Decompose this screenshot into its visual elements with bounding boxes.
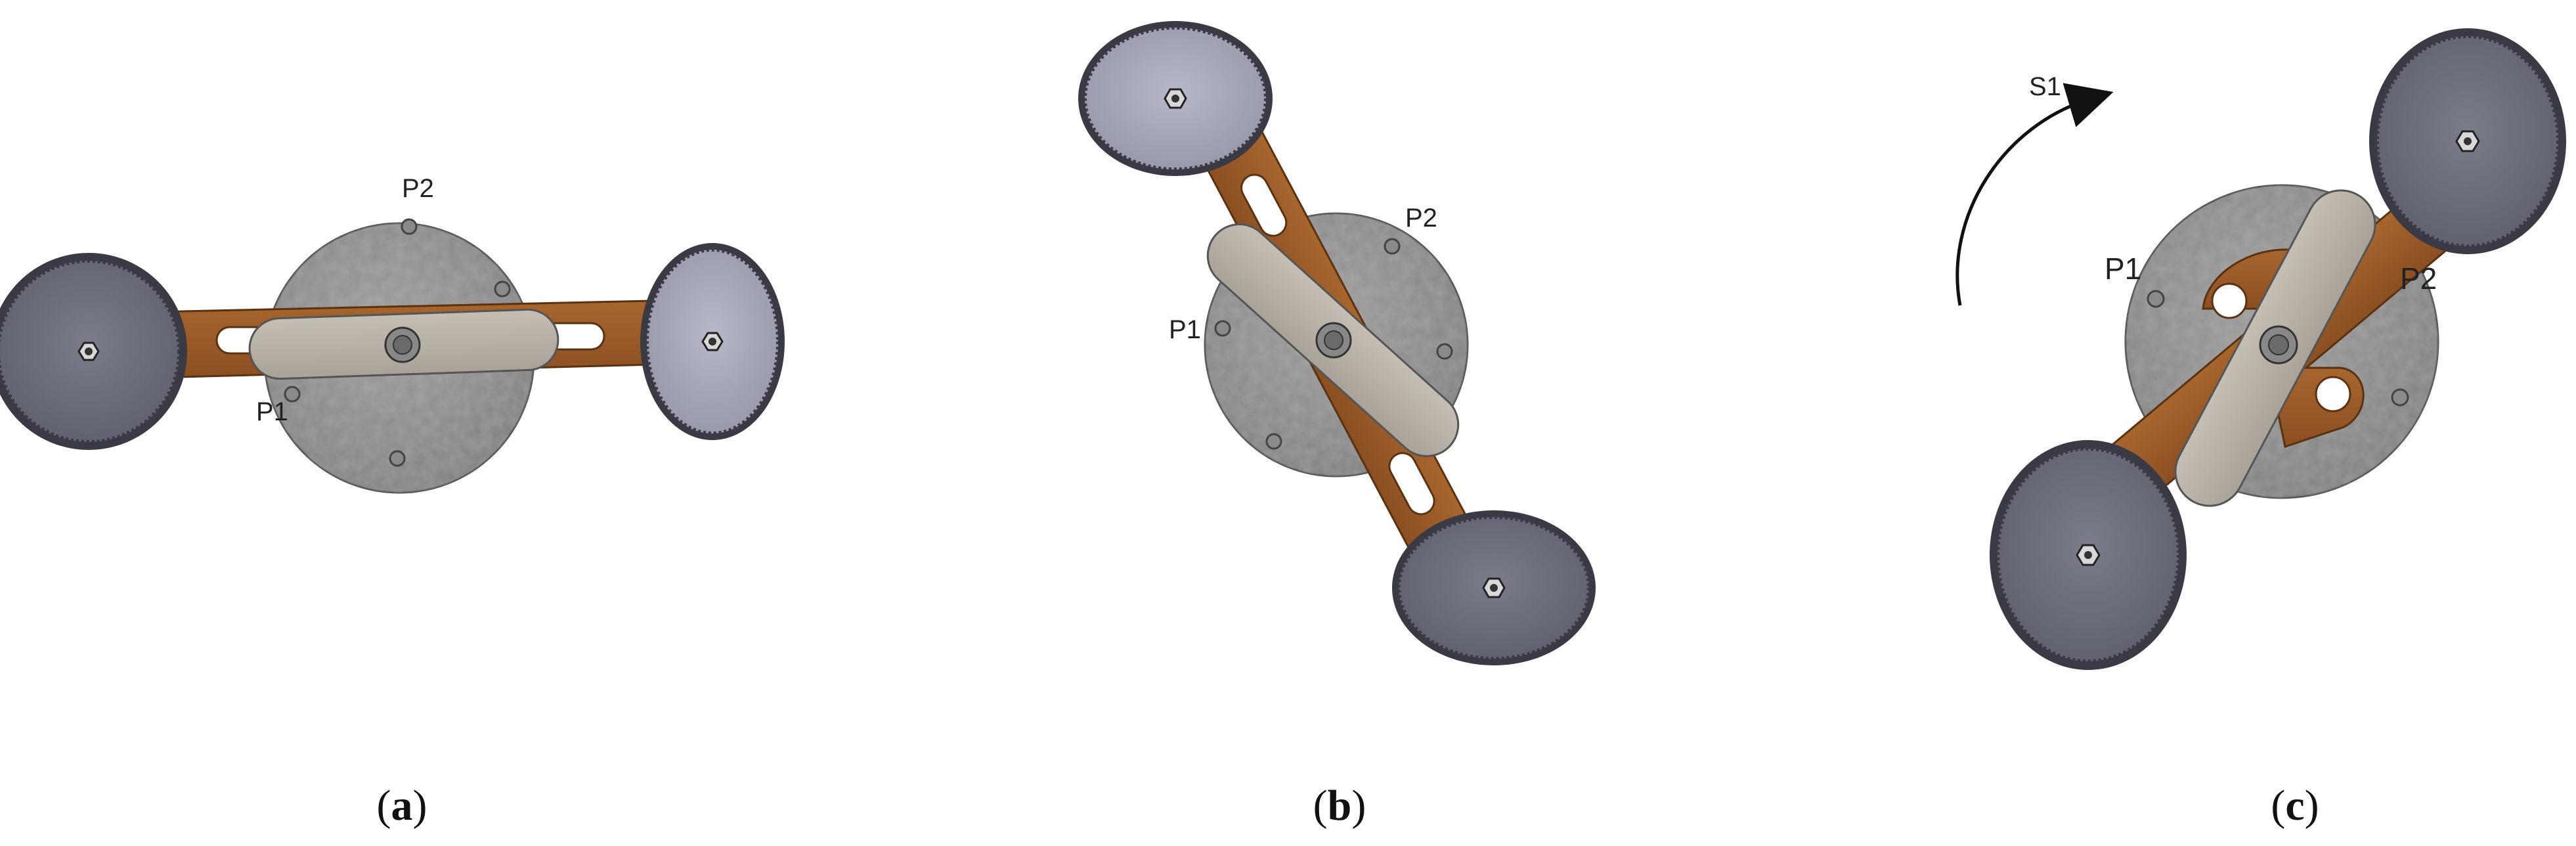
- gear-top-right: [2369, 28, 2566, 254]
- gear-left: [0, 253, 187, 450]
- panel-b: P2 P1 (b): [1078, 21, 1596, 830]
- mounting-holes: [284, 218, 511, 467]
- point-label-p1: P1: [2105, 252, 2141, 286]
- gear-bottom-right: [1392, 510, 1596, 665]
- point-label-p2: P2: [1405, 204, 1437, 233]
- caption-a: (a): [377, 782, 427, 830]
- curved-arrow-clockwise-icon: [1955, 83, 2114, 306]
- panel-c: S1: [1955, 28, 2566, 830]
- gear-top-left: [1078, 21, 1273, 176]
- rotation-label: S1: [2029, 72, 2061, 101]
- hex-nut-icon: [1315, 322, 1352, 359]
- panel-a: P2 P1 (a): [0, 174, 785, 830]
- gear-right: [640, 243, 785, 440]
- point-label-p1: P1: [256, 397, 288, 426]
- mounting-holes: [1214, 238, 1453, 450]
- gear-bottom-left: [1990, 440, 2187, 670]
- hex-nut-icon: [2259, 325, 2298, 365]
- hex-nut-icon: [384, 326, 421, 363]
- caption-b: (b): [1313, 782, 1366, 830]
- point-label-p1: P1: [1169, 315, 1201, 344]
- point-label-p2: P2: [2400, 261, 2437, 296]
- point-label-p2: P2: [402, 174, 434, 203]
- caption-c: (c): [2271, 782, 2319, 830]
